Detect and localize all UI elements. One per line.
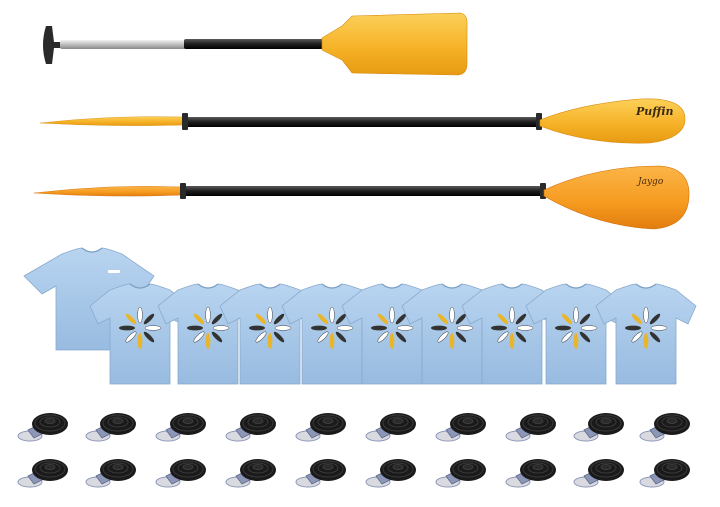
tie-down-strap <box>435 412 487 442</box>
paddle-blade-left <box>33 186 185 197</box>
tie-down-strap <box>365 412 417 442</box>
tie-down-strap <box>295 412 347 442</box>
paddle-blade-left <box>39 116 187 126</box>
straps-row-2 <box>17 458 691 488</box>
paddle-metal-shaft <box>60 40 186 49</box>
kayak-paddle-orange: Jaygo <box>33 165 690 230</box>
paddle-black-shaft <box>184 117 542 127</box>
tie-down-strap <box>505 458 557 488</box>
kayak-paddle-yellow: Puffin <box>39 98 686 144</box>
tie-down-strap <box>435 458 487 488</box>
paddle-t-grip <box>43 26 62 64</box>
printed-tshirt <box>595 283 697 385</box>
printed-tshirts <box>89 283 697 385</box>
paddle-black-shaft <box>184 39 326 49</box>
tie-down-strap <box>155 458 207 488</box>
tie-down-strap <box>365 458 417 488</box>
tie-down-strap <box>573 412 625 442</box>
tie-down-strap <box>17 458 69 488</box>
paddle-blade-right <box>543 165 690 230</box>
jaygo-logo: Jaygo <box>636 177 664 187</box>
tie-down-strap <box>573 458 625 488</box>
tie-down-strap <box>155 412 207 442</box>
tie-down-strap <box>225 412 277 442</box>
tie-down-strap <box>505 412 557 442</box>
tie-down-strap <box>225 458 277 488</box>
tie-down-strap <box>639 458 691 488</box>
tie-down-strap <box>295 458 347 488</box>
paddle-black-shaft <box>182 186 546 196</box>
paddle-blade-yellow <box>321 12 468 76</box>
puffin-logo: Puffin <box>635 105 674 118</box>
paddle-blade-right <box>539 98 686 144</box>
canoe-paddle <box>43 12 468 76</box>
straps-row-1 <box>17 412 691 442</box>
tie-down-strap <box>639 412 691 442</box>
tie-down-strap <box>17 412 69 442</box>
chest-logo <box>108 270 120 273</box>
tie-down-strap <box>85 458 137 488</box>
tie-down-strap <box>85 412 137 442</box>
